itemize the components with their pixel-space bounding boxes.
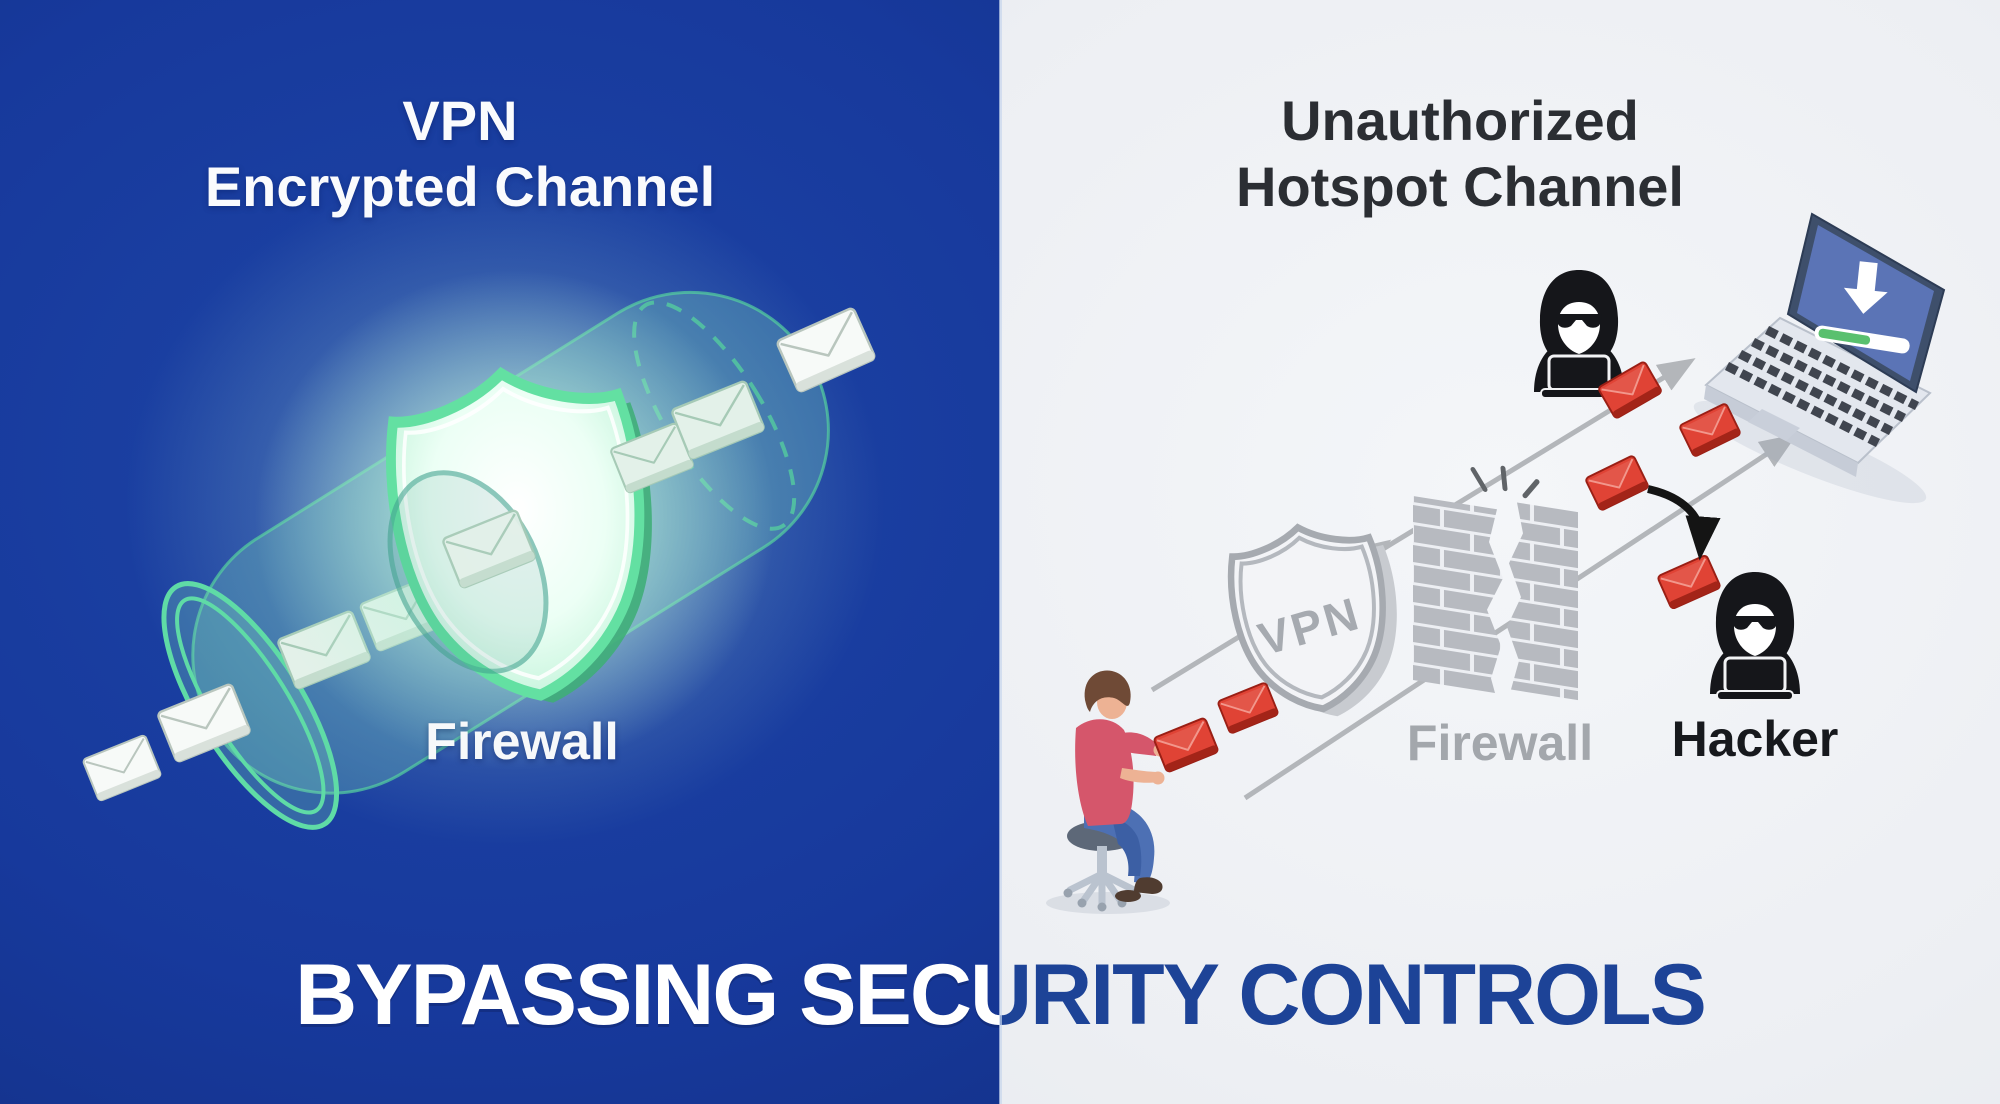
- red-envelope-icon: [1216, 681, 1280, 735]
- user-figure: [1046, 670, 1170, 914]
- shirt: [1075, 719, 1134, 826]
- hotspot-scene: VPN: [1046, 212, 1946, 914]
- hacker-label: Hacker: [1671, 711, 1839, 767]
- touchpad: [1748, 409, 1800, 441]
- broken-firewall-icon: [1413, 465, 1578, 701]
- left-panel-title: VPN Encrypted Channel: [160, 88, 760, 220]
- hotspot-panel: VPN: [1000, 0, 2000, 1104]
- headline-right-half: BYPASSING SECURITY CONTROLS: [799, 947, 1707, 1043]
- hacker-icon-top: [1532, 268, 1626, 400]
- right-title-line2: Hotspot Channel: [1236, 155, 1684, 219]
- panel-divider: [999, 0, 1002, 1104]
- left-firewall-label: Firewall: [425, 713, 619, 771]
- left-title-line1: VPN: [402, 89, 518, 152]
- red-envelope-icon: [1656, 553, 1722, 611]
- red-envelope-icon: [1152, 716, 1220, 774]
- vpn-tunnel-scene: [81, 165, 885, 845]
- keyboard-keys: [1724, 325, 1920, 448]
- arm: [1120, 768, 1158, 783]
- headline-left-half: BYPASSING SECURITY CONTROLS: [295, 947, 1000, 1043]
- download-arrow-icon: [1843, 261, 1888, 314]
- vpn-panel: VPN Encrypted Channel Firewall: [0, 0, 1000, 1104]
- progress-bar: [1814, 325, 1910, 354]
- right-panel-title: Unauthorized Hotspot Channel: [1160, 88, 1760, 220]
- left-title-line2: Encrypted Channel: [204, 155, 716, 219]
- right-title-line1: Unauthorized: [1281, 89, 1639, 152]
- right-firewall-label: Firewall: [1406, 715, 1594, 771]
- crack-impact-marks: [1470, 465, 1540, 499]
- red-envelope-icon: [1584, 454, 1650, 512]
- vpn-shield-icon: [1227, 523, 1397, 717]
- envelope-icon: [81, 733, 163, 803]
- stool-base: [1066, 870, 1138, 908]
- intercept-arrow: [1647, 485, 1721, 561]
- hair: [1084, 670, 1131, 712]
- laptop-download-icon: [1693, 212, 1946, 504]
- hacker-icon-bottom: [1708, 570, 1802, 702]
- shoe: [1134, 877, 1163, 894]
